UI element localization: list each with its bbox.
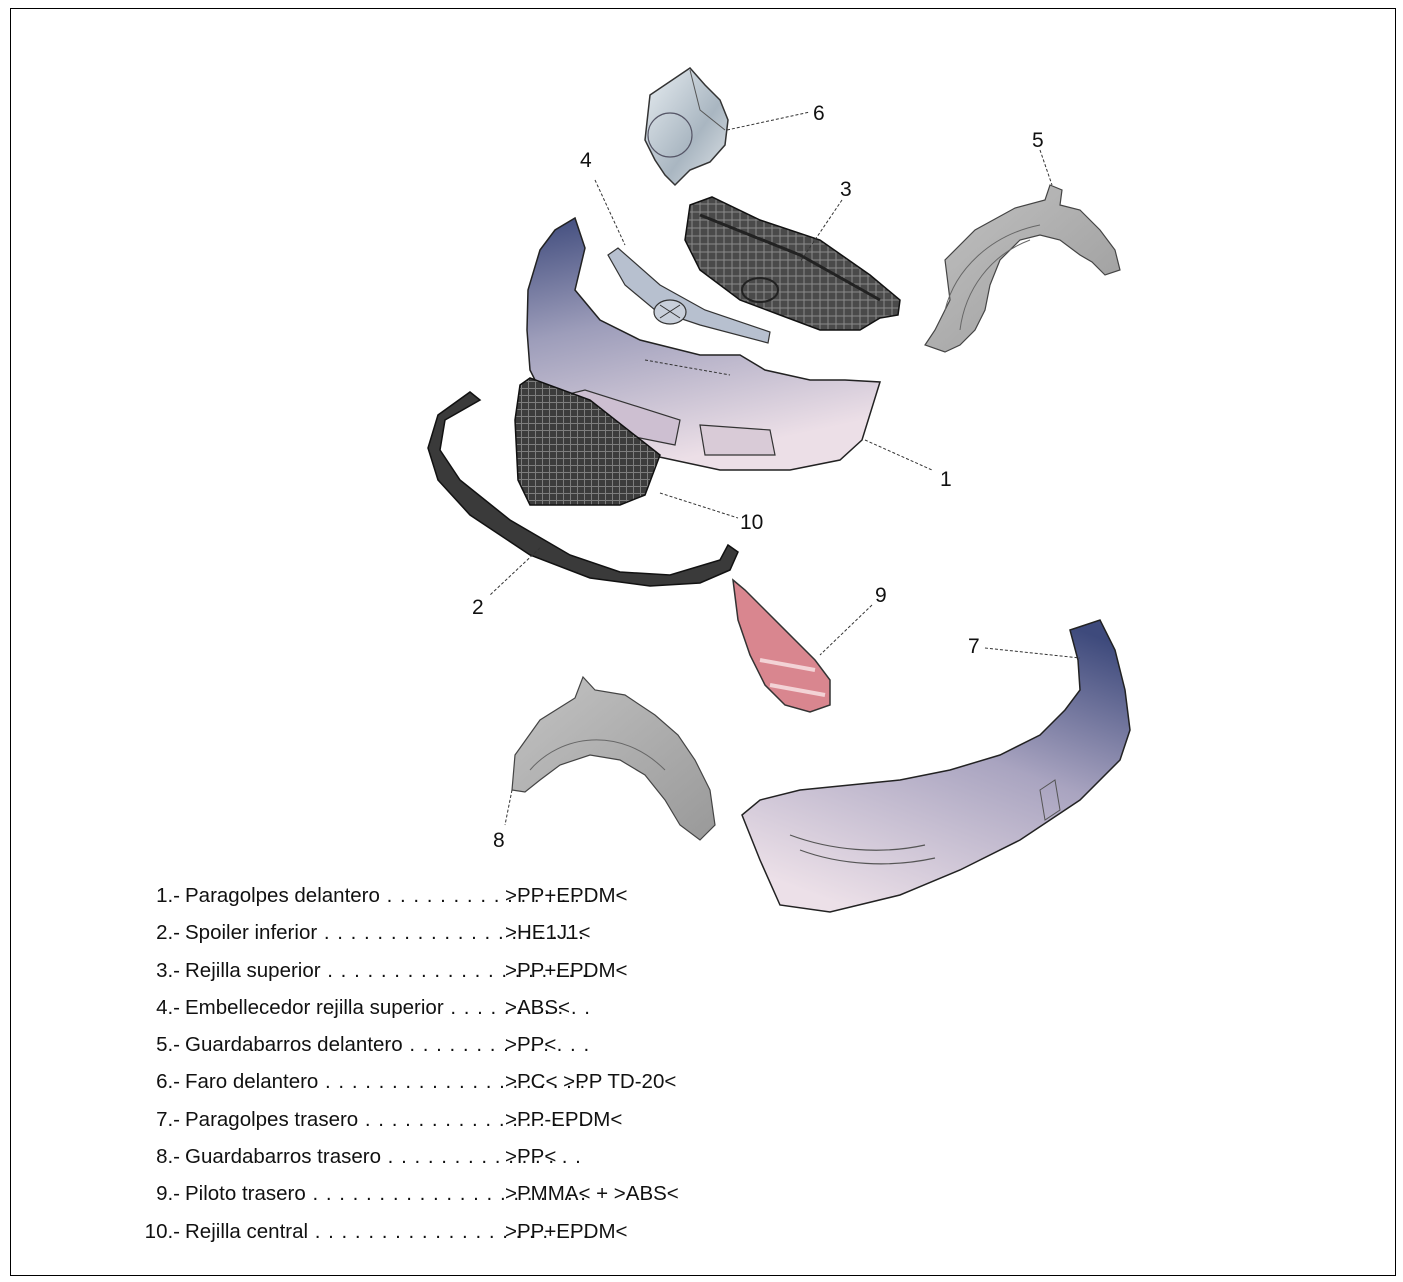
legend-number: 6.-	[156, 1070, 180, 1094]
callout-10: 10	[740, 511, 763, 534]
legend-number: 1.-	[156, 884, 180, 908]
legend-material: >HE1J1<	[505, 921, 590, 945]
part-rear-wheel-liner	[512, 677, 715, 840]
callout-4: 4	[580, 149, 592, 172]
legend-material: >PMMA< + >ABS<	[505, 1182, 679, 1206]
parts-legend: 1.- Paragolpes delantero >PP+EPDM< 2.- S…	[90, 880, 790, 1253]
callout-6: 6	[813, 102, 825, 125]
legend-number: 4.-	[156, 996, 180, 1020]
legend-row: 7.- Paragolpes trasero >PP-EPDM<	[90, 1104, 790, 1141]
legend-row: 2.- Spoiler inferior >HE1J1<	[90, 917, 790, 954]
legend-number: 2.-	[156, 921, 180, 945]
legend-material: >PP+EPDM<	[505, 959, 628, 983]
legend-material: >PP<	[505, 1033, 556, 1057]
callout-3: 3	[840, 178, 852, 201]
legend-row: 8.- Guardabarros trasero >PP<	[90, 1141, 790, 1178]
legend-material: >PP-EPDM<	[505, 1108, 622, 1132]
legend-row: 6.- Faro delantero >PC< >PP TD-20<	[90, 1066, 790, 1103]
legend-material: >PP<	[505, 1145, 556, 1169]
callout-7: 7	[968, 635, 980, 658]
callout-8: 8	[493, 829, 505, 852]
legend-material: >ABS<	[505, 996, 570, 1020]
part-headlamp	[645, 68, 728, 185]
part-upper-grille	[685, 197, 900, 330]
legend-row: 4.- Embellecedor rejilla superior >ABS<	[90, 992, 790, 1029]
legend-row: 3.- Rejilla superior >PP+EPDM<	[90, 955, 790, 992]
callout-5: 5	[1032, 129, 1044, 152]
legend-row: 10.- Rejilla central >PP+EPDM<	[90, 1216, 790, 1253]
part-tail-lamp	[733, 580, 830, 712]
legend-material: >PC< >PP TD-20<	[505, 1070, 676, 1094]
callout-1: 1	[940, 468, 952, 491]
legend-row: 1.- Paragolpes delantero >PP+EPDM<	[90, 880, 790, 917]
callout-2: 2	[472, 596, 484, 619]
legend-number: 5.-	[156, 1033, 180, 1057]
legend-material: >PP+EPDM<	[505, 1220, 628, 1244]
legend-number: 8.-	[156, 1145, 180, 1169]
legend-row: 9.- Piloto trasero >PMMA< + >ABS<	[90, 1178, 790, 1215]
part-front-wheel-liner	[925, 185, 1120, 352]
legend-number: 9.-	[156, 1182, 180, 1206]
legend-material: >PP+EPDM<	[505, 884, 628, 908]
legend-row: 5.- Guardabarros delantero >PP<	[90, 1029, 790, 1066]
legend-number: 10.-	[145, 1220, 180, 1244]
legend-number: 7.-	[156, 1108, 180, 1132]
callout-9: 9	[875, 584, 887, 607]
legend-number: 3.-	[156, 959, 180, 983]
